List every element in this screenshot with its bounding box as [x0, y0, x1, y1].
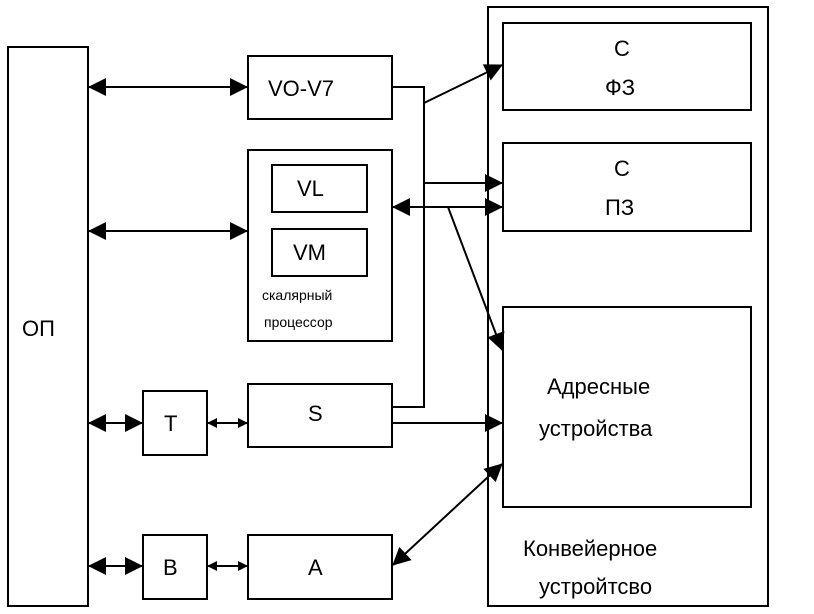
- scalar-label-line2: процессор: [264, 314, 333, 330]
- sfz-block: С ФЗ: [502, 22, 752, 111]
- vector-registers-label: VO-V7: [268, 76, 334, 101]
- pipeline-label-line1: Конвейерное: [523, 536, 657, 561]
- spz-label-line1: С: [614, 156, 630, 181]
- address-label-line1: Адресные: [547, 374, 650, 399]
- a-register-block: A: [247, 534, 393, 600]
- b-register-block: B: [142, 534, 208, 600]
- main-memory-label: ОП: [22, 316, 55, 341]
- vector-bus-line: [392, 86, 425, 408]
- vm-register-label: VM: [293, 240, 326, 265]
- vl-register-block: [271, 164, 368, 213]
- scalar-label-line1: скалярный: [262, 287, 332, 303]
- sfz-label-line2: ФЗ: [605, 75, 635, 100]
- vector-registers-block: VO-V7: [247, 55, 393, 120]
- vl-register-label: VL: [297, 176, 324, 201]
- t-register-label: T: [164, 411, 177, 436]
- address-units-block: Адресные устройства: [502, 306, 752, 508]
- arrow-a-address: [392, 463, 503, 566]
- t-register-block: T: [142, 390, 208, 456]
- connections: [88, 64, 505, 575]
- sfz-label-line1: С: [614, 36, 630, 61]
- arrow-bus-sfz: [423, 64, 503, 104]
- b-register-label: B: [163, 555, 178, 580]
- scalar-processor-block: VL VM скалярный процессор: [247, 149, 393, 342]
- address-label-line2: устройства: [539, 416, 653, 441]
- s-register-label: S: [308, 401, 323, 426]
- a-register-label: A: [308, 555, 323, 580]
- s-register-block: S: [247, 383, 393, 448]
- spz-label-line2: ПЗ: [605, 195, 634, 220]
- vm-register-block: [271, 228, 368, 277]
- spz-block: С ПЗ: [502, 142, 752, 232]
- arrow-to-address-units: [447, 206, 505, 351]
- pipeline-label-line2: устройтсво: [539, 574, 652, 599]
- main-memory-block: ОП: [7, 46, 89, 607]
